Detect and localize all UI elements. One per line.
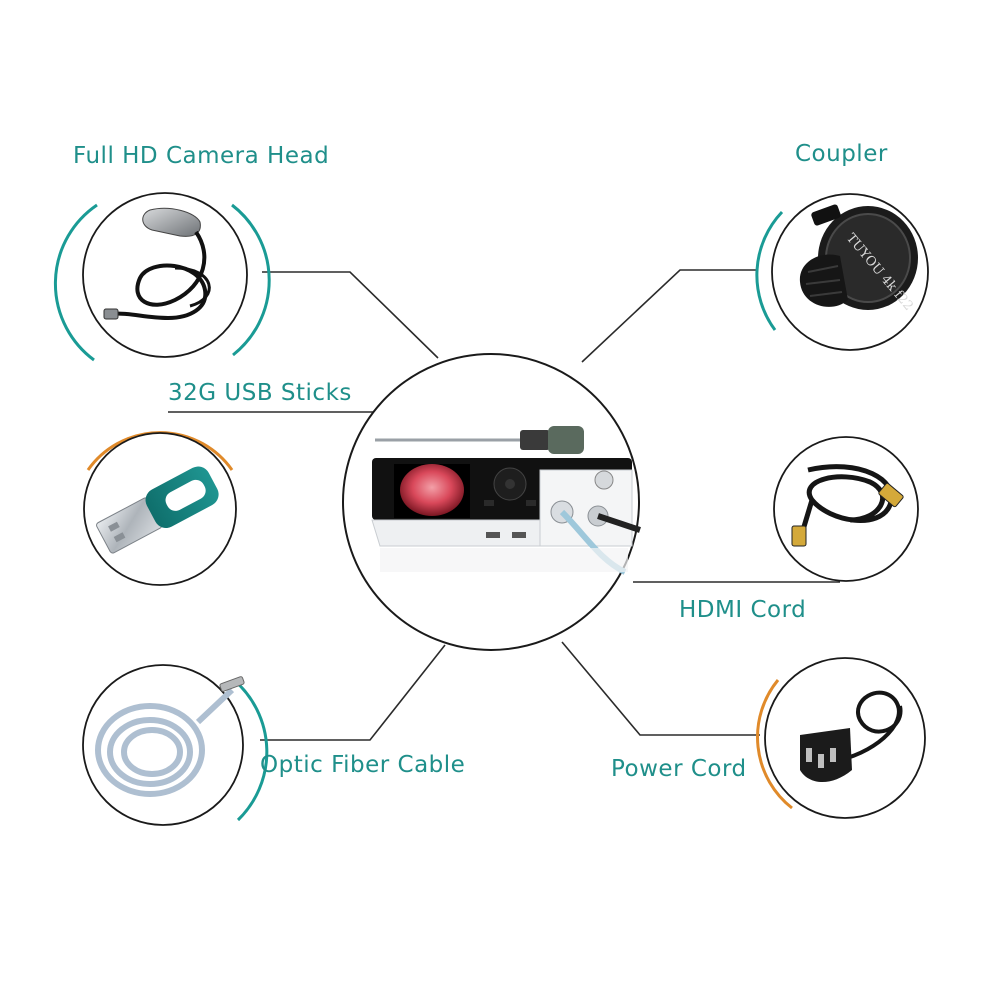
connector-camera [262,271,439,359]
usb-stick-icon [96,466,219,554]
hdmi-item [773,436,919,582]
connector-lines [168,269,840,741]
label-usb-sticks: 32G USB Sticks [168,380,352,406]
label-coupler: Coupler [795,141,888,167]
camera-head-item [53,192,271,362]
hdmi-circle [773,436,919,582]
camera-head-circle [82,192,248,358]
usb-item [83,431,237,586]
circle-accent-arc [53,203,98,362]
endoscope-view [400,464,464,516]
label-power-cord: Power Cord [611,756,747,782]
circle-accent-arc [755,210,784,331]
coupler-icon: TUYOU 4k f22 [799,204,918,314]
optic-fiber-icon [95,676,245,797]
connector-power [561,641,760,736]
label-camera-head: Full HD Camera Head [73,143,330,169]
optic-fiber-circle [82,664,244,826]
coupler-item: TUYOU 4k f22 [755,193,929,351]
circle-accent-arc [756,679,793,810]
power-cord-item [756,657,926,819]
main-unit-item [342,353,641,651]
circle-accent-arc [233,678,269,822]
label-hdmi-cord: HDMI Cord [679,597,807,623]
connector-coupler [581,269,758,363]
connector-fiber [260,644,446,741]
endoscope-camera-system-icon [371,426,641,575]
optic-fiber-item [82,664,269,826]
label-optic-fiber-cable: Optic Fiber Cable [260,752,466,778]
power-cord-icon [800,690,903,783]
circle-accent-arc [231,203,271,357]
hdmi-cable-icon [791,464,904,547]
camera-head-icon [103,207,211,321]
